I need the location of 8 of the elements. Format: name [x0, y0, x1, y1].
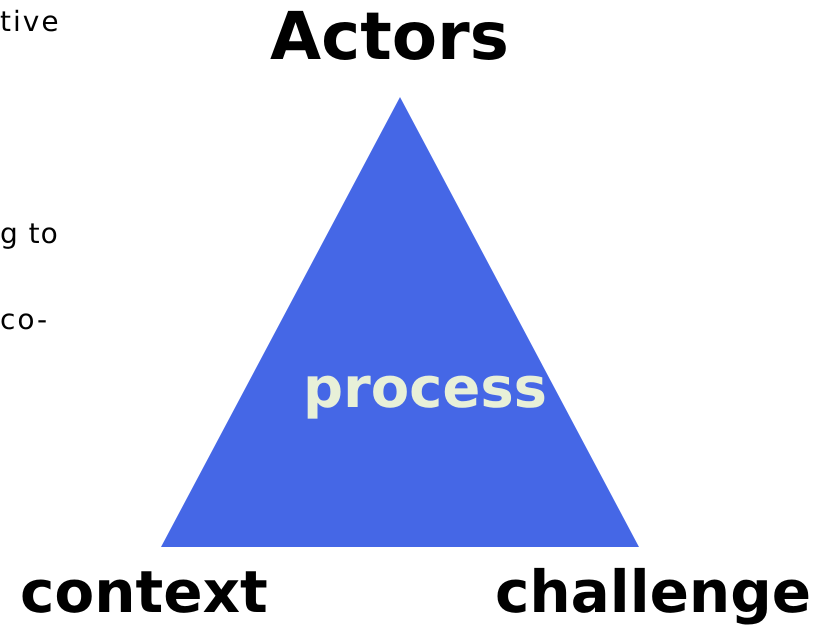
triangle-shape [161, 97, 639, 547]
text-fragment: g to [0, 216, 59, 251]
text-fragment: tive [0, 4, 61, 39]
corner-label: Actors [270, 0, 509, 77]
corner-label: context [20, 557, 268, 628]
corner-label: challenge [495, 557, 812, 628]
text-fragment: co- [0, 302, 50, 337]
triangle-label: process [303, 361, 548, 417]
